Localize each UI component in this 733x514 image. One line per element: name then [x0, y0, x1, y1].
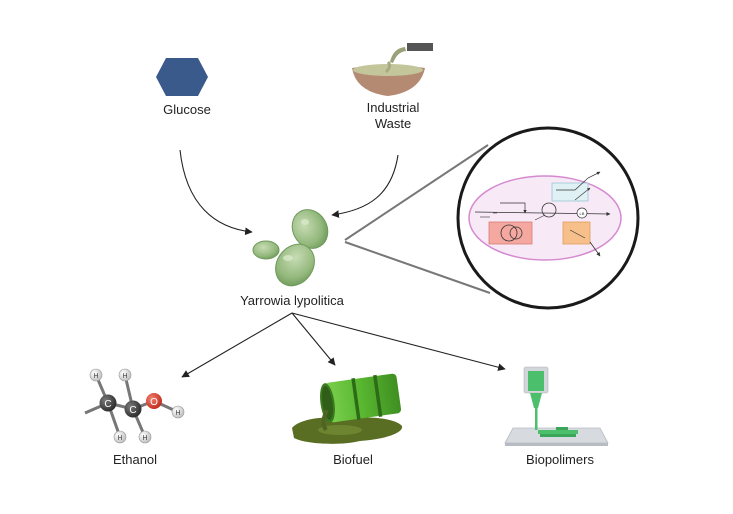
yeast-to-biofuel-arrow	[291, 312, 336, 366]
biofuel-label: Biofuel	[333, 452, 373, 467]
ethanol-label: Ethanol	[112, 452, 158, 467]
atom-h3: H	[117, 435, 122, 442]
lb-badge: LB	[580, 211, 585, 216]
industrial-waste-label-line2: Waste	[374, 116, 412, 131]
zoom-line-top	[344, 144, 489, 241]
industrial-waste-label-line1: Industrial	[366, 100, 420, 115]
waste-to-yeast-arrow	[331, 154, 399, 218]
biofuel-barrel-icon	[292, 373, 403, 444]
yarrowia-cells-icon	[252, 209, 329, 287]
atom-h2: H	[122, 373, 127, 380]
zoom-line-bottom	[344, 241, 491, 294]
glucose-hexagon-icon	[156, 58, 208, 96]
biopolimers-printer-icon	[504, 366, 609, 446]
atom-c1: C	[104, 399, 111, 410]
glucose-to-yeast-arrow	[179, 149, 253, 236]
cell-metabolism-inset: LB	[456, 126, 640, 310]
organism-label: Yarrowia lypolitica	[240, 293, 344, 308]
biopolimers-label: Biopolimers	[526, 452, 594, 467]
atom-o: O	[150, 397, 158, 408]
atom-h4: H	[142, 435, 147, 442]
industrial-waste-icon	[352, 43, 433, 96]
yeast-to-ethanol-arrow	[181, 312, 293, 378]
atom-h5: H	[175, 410, 180, 417]
yeast-to-biopolimers-arrow	[291, 312, 506, 371]
atom-c2: C	[129, 405, 136, 416]
glucose-label: Glucose	[163, 102, 211, 117]
ethanol-molecule-icon: H H H H H C C O	[84, 368, 185, 444]
atom-h1: H	[93, 373, 98, 380]
